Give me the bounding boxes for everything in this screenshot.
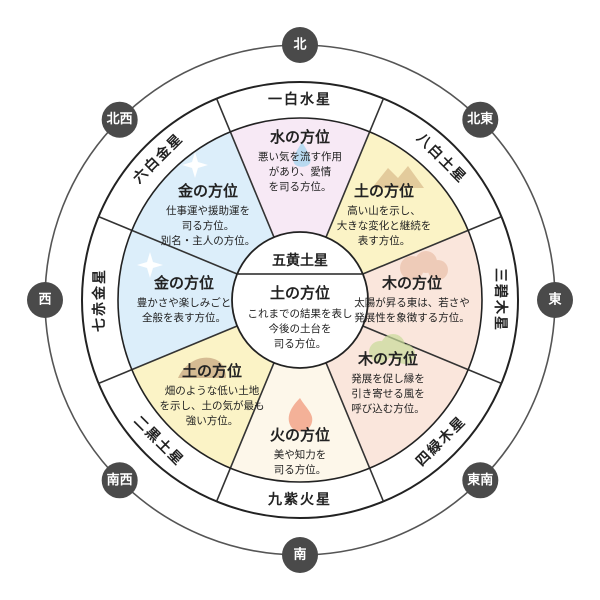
sector-desc-line: を示し、土の気が最も	[160, 399, 265, 412]
direction-badge-circle	[101, 101, 138, 138]
direction-badge-east: 東	[537, 282, 573, 318]
mountain-icon	[372, 166, 424, 188]
sector-desc-line: 呼び込む方位。	[351, 402, 425, 415]
direction-badge-circle	[462, 462, 499, 499]
direction-label: 北西	[107, 112, 133, 127]
sector-title: 金の方位	[177, 182, 238, 200]
direction-label: 南西	[107, 472, 133, 488]
sector-desc-line: があり、愛情	[269, 165, 332, 178]
direction-label: 南	[293, 547, 306, 563]
direction-label: 北	[293, 38, 306, 53]
direction-label: 東	[548, 292, 561, 308]
direction-badge-circle	[537, 282, 573, 318]
sector-desc-line: 太陽が昇る東は、若さや	[354, 296, 470, 309]
sector-northeast-wedge	[326, 131, 469, 274]
sector-desc-line: 引き寄せる風を	[351, 387, 425, 400]
sector-desc-line: 美や知力を	[274, 448, 327, 461]
sector-desc-line: 高い山を示し、	[347, 204, 421, 217]
star-label-north: 一白水星	[268, 91, 332, 108]
sector-desc-line: 強い方位。	[186, 414, 239, 427]
sector-divider-line	[362, 215, 502, 275]
star-label-south: 九紫火星	[267, 491, 332, 508]
sector-divider-line	[215, 98, 275, 238]
sector-desc-line: 全般を表す方位。	[142, 311, 226, 324]
water-drop-icon	[293, 142, 311, 167]
sparkle-icon	[182, 152, 208, 178]
sector-divider-line	[98, 325, 238, 385]
direction-badge-circle	[462, 101, 499, 138]
direction-badge-circle	[27, 282, 63, 318]
sector-desc-line: 表す方位。	[358, 234, 411, 247]
sector-divider-line	[215, 362, 275, 502]
sector-title: 金の方位	[153, 274, 214, 292]
direction-label: 北東	[467, 111, 493, 127]
direction-badge-northwest: 北西	[101, 101, 138, 138]
sector-desc-line: を司る方位。	[269, 180, 332, 193]
direction-badge-southwest: 南西	[101, 462, 138, 499]
sector-southeast-wedge	[326, 326, 469, 469]
sector-title: 火の方位	[270, 426, 330, 444]
sector-desc-line: 発展を促し縁を	[351, 372, 425, 385]
center-star-label: 五黄土星	[272, 252, 328, 269]
direction-badge-west: 西	[27, 282, 63, 318]
sector-divider-line	[362, 325, 502, 385]
sector-desc-line: 大きな変化と継続を	[337, 219, 432, 232]
sector-divider-line	[325, 362, 385, 502]
tree-icon	[369, 334, 415, 364]
sector-divider-line	[325, 98, 385, 238]
direction-badge-north: 北	[282, 27, 318, 63]
tree-icon	[400, 251, 448, 280]
sector-desc-line: 悪い気を流す作用	[258, 150, 342, 163]
center-title: 土の方位	[270, 284, 330, 302]
sector-divider-lines	[98, 98, 502, 502]
star-label-west: 七赤金星	[91, 268, 108, 332]
sector-north-wedge	[230, 118, 370, 238]
direction-badge-circle	[101, 462, 138, 499]
direction-badge-circle	[282, 537, 318, 573]
sector-desc-line: 豊かさや楽しみごと	[137, 296, 232, 309]
flame-icon	[288, 398, 313, 432]
star-label-east: 三碧木星	[492, 268, 509, 332]
sector-desc-line: 別名・主人の方位。	[161, 234, 256, 247]
sector-title: 木の方位	[381, 274, 442, 292]
center-desc-line: これまでの結果を表し	[248, 307, 353, 320]
sector-title: 土の方位	[182, 362, 242, 380]
direction-badge-south: 南	[282, 537, 318, 573]
direction-label: 西	[38, 293, 51, 308]
center-desc-line: 司る方位。	[274, 337, 327, 350]
sector-desc-line: 仕事運や援助運を	[166, 204, 250, 217]
sector-southwest-wedge	[131, 326, 274, 469]
center-desc-line: 今後の土台を	[269, 322, 332, 335]
sector-texts: 水の方位悪い気を流す作用があり、愛情を司る方位。土の方位高い山を示し、大きな変化…	[137, 128, 470, 476]
sector-desc-line: 発展性を象徴する方位。	[354, 311, 470, 324]
sector-desc-line: 司る方位。	[274, 463, 327, 476]
sector-title: 木の方位	[357, 350, 418, 368]
sector-northwest-wedge	[131, 131, 274, 274]
center-circle	[231, 231, 369, 369]
star-ring-inner-border	[117, 117, 483, 483]
direction-label: 東南	[467, 472, 493, 488]
sector-desc-line: 畑のような低い土地	[165, 384, 260, 397]
sector-title: 土の方位	[354, 182, 414, 200]
direction-badge-circle	[282, 27, 318, 63]
mountain-icon	[178, 357, 226, 378]
sector-divider-line	[98, 215, 238, 275]
direction-badge-southeast: 東南	[462, 462, 499, 499]
sector-title: 水の方位	[270, 128, 330, 146]
sparkle-icon	[137, 252, 163, 278]
sector-desc-line: 司る方位。	[182, 219, 235, 232]
direction-badge-northeast: 北東	[462, 101, 499, 138]
